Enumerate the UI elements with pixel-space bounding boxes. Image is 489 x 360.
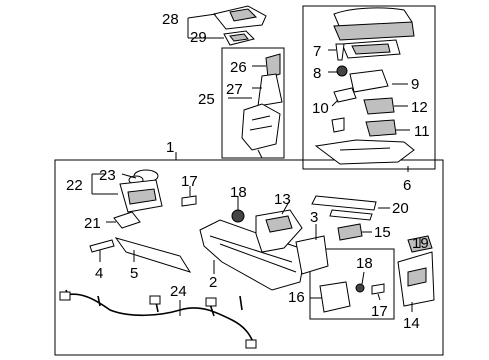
callout-19: 19: [412, 235, 429, 252]
screw-7: [335, 43, 345, 61]
callout-20: 20: [392, 200, 409, 217]
end-panel-14: [397, 251, 435, 307]
knob-18-small: [355, 283, 365, 293]
shifter-assembly-25: [241, 103, 281, 159]
leader-10: [331, 99, 339, 107]
console-body-2: [199, 219, 307, 291]
plug-17-small: [371, 283, 385, 295]
leader-28-29: [187, 13, 224, 39]
callout-18-top: 18: [230, 184, 247, 201]
knob-18: [231, 209, 245, 223]
callout-12: 12: [411, 99, 428, 116]
callout-13: 13: [274, 191, 291, 208]
armrest-frame: [302, 5, 436, 170]
vent-15: [337, 223, 363, 241]
shifter-frame: [221, 47, 285, 159]
leader-17b: [377, 293, 381, 301]
leader-23: [121, 173, 137, 179]
bin-22: [119, 179, 163, 213]
leader-22: [91, 173, 118, 195]
callout-10: 10: [312, 100, 329, 117]
bracket-11: [365, 119, 397, 137]
armrest-base-6: [314, 139, 415, 165]
callout-15: 15: [374, 224, 391, 241]
callout-28: 28: [162, 11, 179, 28]
callout-4: 4: [95, 265, 103, 282]
armrest-lid: [333, 7, 415, 41]
main-assembly-frame: [54, 159, 444, 356]
callout-17-top: 17: [181, 173, 198, 190]
callout-26: 26: [230, 59, 247, 76]
hinge-plate: [341, 39, 401, 59]
callout-25: 25: [198, 91, 215, 108]
callout-1: 1: [166, 139, 174, 156]
callout-7: 7: [313, 43, 321, 60]
latch-bracket-9: [349, 69, 389, 93]
plug-17: [181, 195, 197, 207]
leader-18b: [361, 271, 365, 285]
callout-14: 14: [403, 315, 420, 332]
latch-10: [333, 87, 357, 103]
shifter-boot-27: [257, 73, 283, 107]
callout-27: 27: [226, 81, 243, 98]
bracket-4: [89, 239, 115, 253]
callout-9: 9: [411, 76, 419, 93]
bracket-13: [255, 209, 303, 253]
callout-17-bottom: 17: [371, 303, 388, 320]
wire-harness-24: [59, 289, 257, 349]
nut-8: [336, 65, 348, 77]
leader-13: [281, 199, 291, 215]
callout-29: 29: [190, 29, 207, 46]
callout-6: 6: [403, 177, 411, 194]
callout-23: 23: [99, 167, 116, 184]
shift-knob-26: [265, 53, 281, 79]
callout-21: 21: [84, 215, 101, 232]
trim-plate-29: [223, 30, 255, 46]
callout-8: 8: [313, 65, 321, 82]
callout-24: 24: [170, 283, 187, 300]
clip-21: [113, 211, 141, 229]
clip-small: [331, 117, 345, 133]
trim-panel-5: [114, 237, 192, 273]
callout-5: 5: [130, 265, 138, 282]
rail-20: [311, 195, 377, 221]
cupholder-16: [319, 281, 351, 313]
callout-16: 16: [288, 289, 305, 306]
bracket-12: [363, 97, 395, 115]
callout-18-bottom: 18: [356, 255, 373, 272]
callout-11: 11: [414, 123, 430, 140]
cupholder-frame: [309, 248, 395, 320]
callout-2: 2: [209, 274, 217, 291]
callout-3: 3: [310, 209, 318, 226]
trim-plate-28: [213, 5, 267, 30]
callout-22: 22: [66, 177, 83, 194]
side-panel-3: [295, 235, 329, 275]
